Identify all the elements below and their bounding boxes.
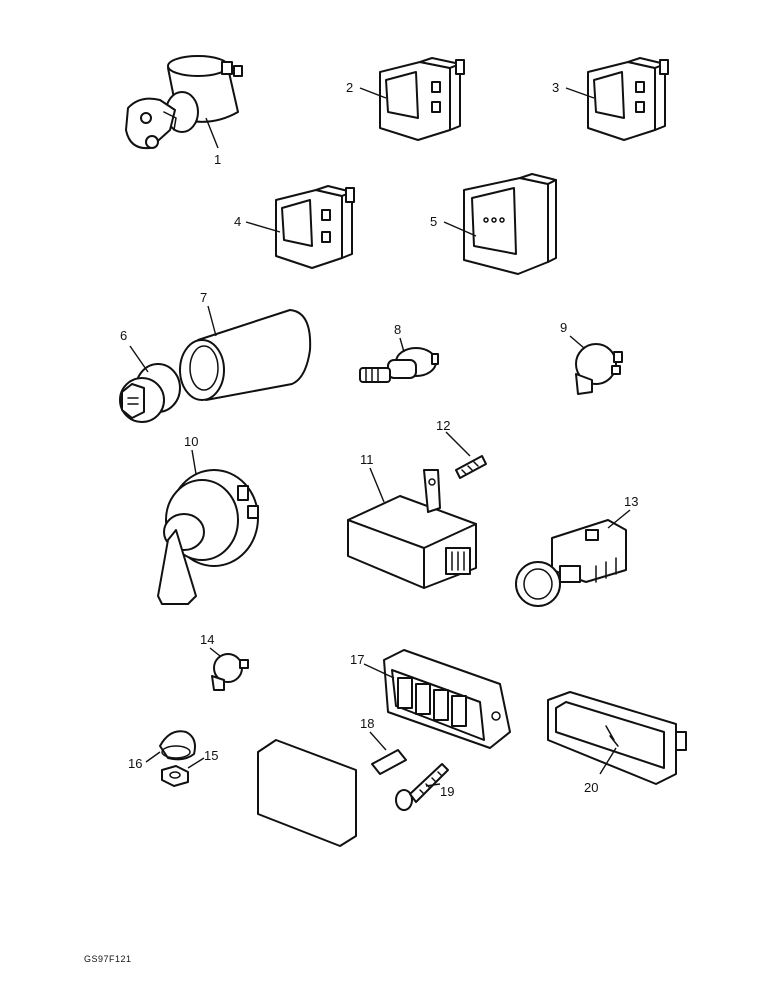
part-4-rocker-switch <box>275 185 355 269</box>
callout-7: 7 <box>200 290 207 305</box>
callout-3: 3 <box>552 80 559 95</box>
part-10-lever-switch <box>157 469 259 605</box>
callout-8: 8 <box>394 322 401 337</box>
part-5-rocker-switch <box>463 173 557 275</box>
part-20-lamp <box>547 691 687 785</box>
part-1-ignition-switch <box>125 55 243 150</box>
part-17-fuse-box <box>383 649 511 749</box>
part-3-rocker-switch <box>587 57 669 141</box>
part-7-sleeve <box>179 309 312 401</box>
callout-2: 2 <box>346 80 353 95</box>
part-6-sender <box>119 363 181 423</box>
part-11-relay-box <box>347 469 477 589</box>
part-12-screw <box>455 455 487 479</box>
callout-1: 1 <box>214 152 221 167</box>
callout-15: 15 <box>204 748 218 763</box>
callout-12: 12 <box>436 418 450 433</box>
part-14-sensor <box>211 653 249 691</box>
callout-17: 17 <box>350 652 364 667</box>
reference-code: GS97F121 <box>84 954 132 964</box>
callout-14: 14 <box>200 632 214 647</box>
callout-6: 6 <box>120 328 127 343</box>
part-2-rocker-switch <box>379 57 465 141</box>
callout-13: 13 <box>624 494 638 509</box>
part-9-pressure-switch <box>575 343 623 395</box>
part-label-plate <box>257 739 357 847</box>
part-16-cap <box>159 730 196 761</box>
callout-5: 5 <box>430 214 437 229</box>
part-8-pressure-switch <box>359 347 439 383</box>
part-18-fuse <box>371 749 407 775</box>
callout-18: 18 <box>360 716 374 731</box>
callout-11: 11 <box>360 452 374 467</box>
callout-16: 16 <box>128 756 142 771</box>
callout-19: 19 <box>440 784 454 799</box>
part-13-push-switch <box>515 519 627 607</box>
part-15-nut <box>161 765 189 787</box>
callout-9: 9 <box>560 320 567 335</box>
callout-20: 20 <box>584 780 598 795</box>
callout-10: 10 <box>184 434 198 449</box>
callout-4: 4 <box>234 214 241 229</box>
